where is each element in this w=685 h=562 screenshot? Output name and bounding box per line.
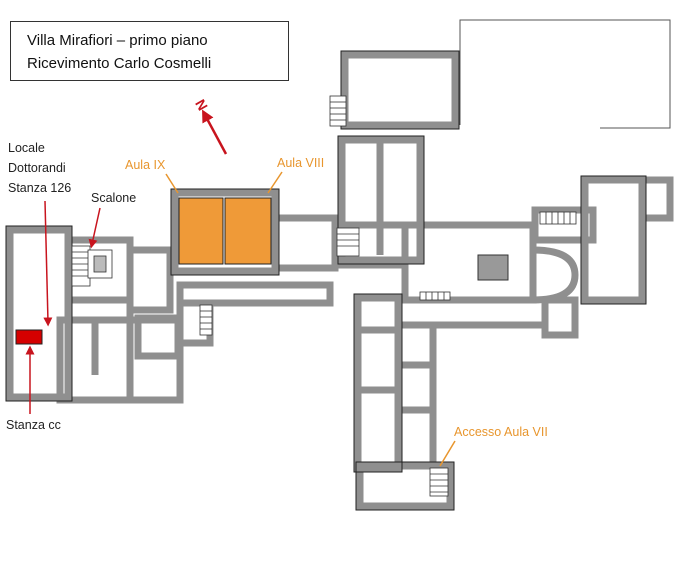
map-title-box: Villa Mirafiori – primo piano Riceviment… bbox=[10, 21, 289, 81]
central-hall-feature bbox=[477, 254, 509, 281]
aula-viii-label: Aula VIII bbox=[277, 156, 325, 170]
locale-label-line2: Dottorandi bbox=[8, 161, 66, 175]
stanza-cc-label: Stanza cc bbox=[6, 418, 61, 432]
adjacent-building-outline bbox=[459, 19, 671, 129]
aula-ix-leader-line bbox=[165, 173, 179, 194]
building-walls bbox=[6, 51, 674, 510]
aula-viii-leader-line bbox=[267, 171, 283, 194]
north-arrow bbox=[202, 109, 228, 155]
aula-viii-room bbox=[224, 197, 272, 265]
locale-leader-line bbox=[43, 200, 53, 327]
aula-ix-label: Aula IX bbox=[125, 158, 166, 172]
locale-label-line1: Locale bbox=[8, 141, 45, 155]
stanza-cc-room bbox=[15, 329, 43, 345]
scalone-leader-line bbox=[88, 207, 101, 249]
accesso-aula-vii-label: Accesso Aula VII bbox=[454, 425, 548, 439]
map-title-line1: Villa Mirafiori – primo piano bbox=[27, 32, 208, 49]
map-title-line2: Ricevimento Carlo Cosmelli bbox=[27, 55, 212, 72]
accesso-aula-vii-leader-line bbox=[439, 440, 456, 467]
scalone-label: Scalone bbox=[91, 191, 137, 205]
staircases bbox=[71, 95, 577, 497]
aula-ix-room bbox=[178, 197, 224, 265]
north-label: N bbox=[192, 97, 211, 114]
locale-label-line3: Stanza 126 bbox=[8, 181, 72, 195]
locale-label: Locale Dottorandi Stanza 126 bbox=[8, 141, 71, 196]
wall-outlines bbox=[5, 50, 647, 511]
